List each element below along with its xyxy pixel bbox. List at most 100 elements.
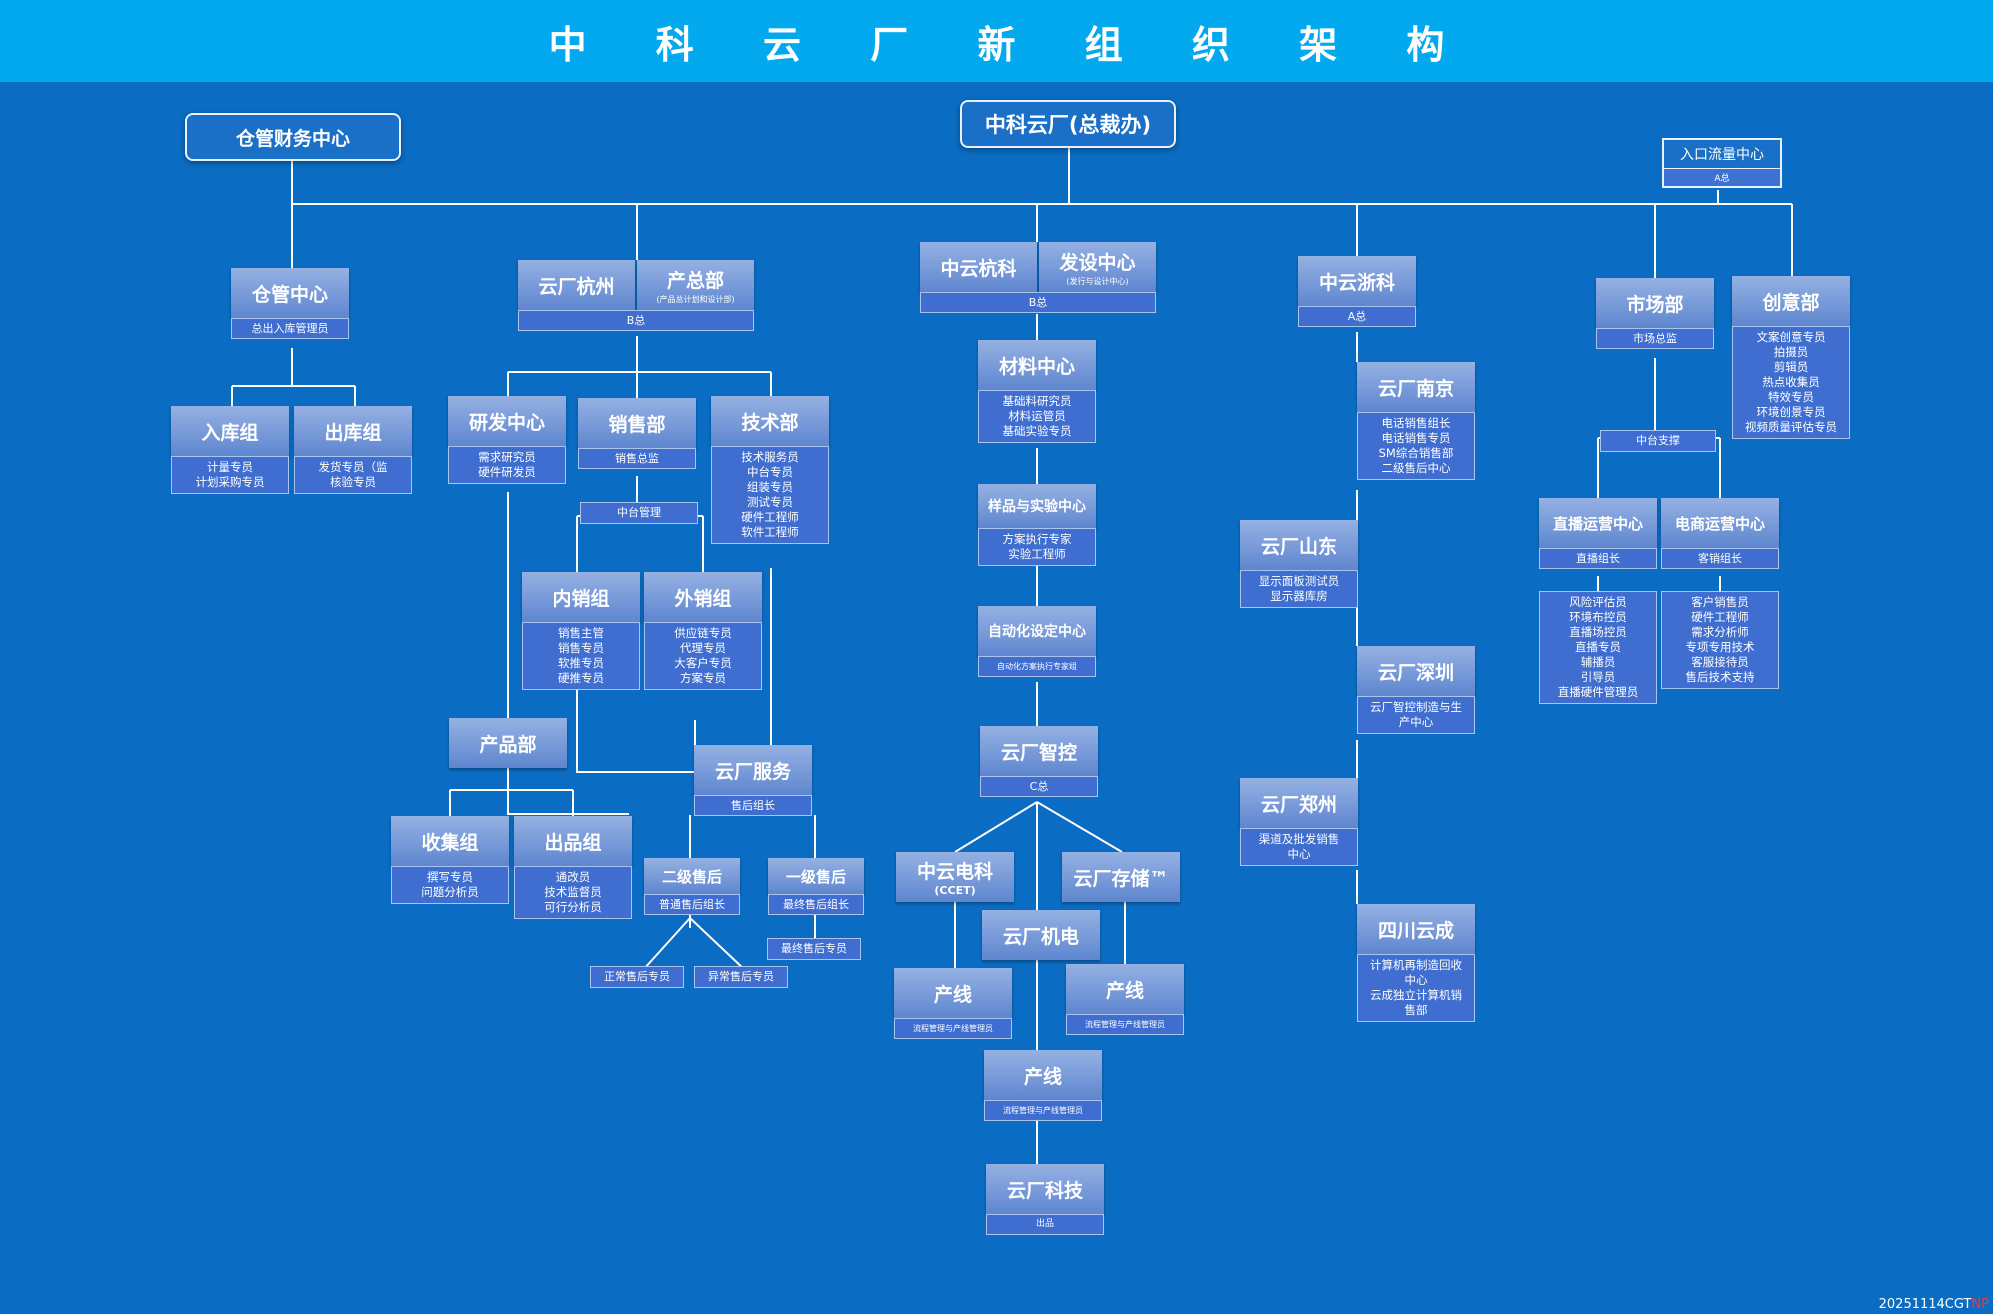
- node-ecommerce-ops: 电商运营中心 客销组长 客户销售员硬件工程师需求分析师专项专用技术客服接待员售后…: [1661, 498, 1779, 689]
- node-cloud-tech: 云厂科技 出品: [986, 1164, 1104, 1235]
- node-collection-group: 收集组 撰写专员问题分析员: [391, 816, 509, 904]
- node-title: 中云浙科: [1298, 256, 1416, 306]
- node-zhengzhou: 云厂郑州 渠道及批发销售中心: [1240, 778, 1358, 866]
- node-title: 云厂服务: [694, 745, 812, 795]
- node-materials-center: 材料中心 基础料研究员材料运管员基础实验专员: [978, 340, 1096, 443]
- role: 剪辑员: [1773, 360, 1809, 374]
- node-title: 一级售后: [768, 858, 864, 894]
- node-outbound-group: 出库组 发货专员（监核验专员: [294, 406, 412, 494]
- node-tech-dept: 技术部 技术服务员中台专员组装专员测试专员硬件工程师软件工程师: [711, 396, 829, 544]
- role: 视频质量评估专员: [1745, 420, 1837, 434]
- node-zhongyun-hangke: 中云杭科 发设中心(发行与设计中心) B总: [920, 242, 1156, 313]
- node-roles: 方案执行专家实验工程师: [978, 528, 1096, 566]
- node-title: 外销组: [644, 572, 762, 622]
- node-title-product-hq: 产总部(产品总计划和设计部): [637, 260, 754, 310]
- node-export-sales: 外销组 供应链专员代理专员大客户专员方案专员: [644, 572, 762, 690]
- node-bar: 客销组长: [1661, 548, 1779, 569]
- node-bar: B总: [518, 310, 754, 331]
- node-bar: 总出入库管理员: [231, 318, 349, 339]
- node-title: 云厂科技: [986, 1164, 1104, 1214]
- node-hangzhou-product-hq: 云厂杭州 产总部(产品总计划和设计部) B总: [518, 260, 754, 331]
- node-inbound-group: 入库组 计量专员计划采购专员: [171, 406, 289, 494]
- node-bar: 流程管理与产线管理员: [1066, 1014, 1184, 1035]
- node-cloud-service: 云厂服务 售后组长: [694, 745, 812, 816]
- node-roles: 撰写专员问题分析员: [391, 866, 509, 904]
- node-electromechanical: 云厂机电: [982, 910, 1100, 960]
- node-title: 云厂智控: [980, 726, 1098, 776]
- normal-aftersales-staff: 正常售后专员: [590, 966, 684, 988]
- node-warehouse-center: 仓管中心 总出入库管理员: [231, 268, 349, 339]
- node-bar: 普通售后组长: [644, 894, 740, 915]
- role: 问题分析员: [421, 885, 479, 899]
- role: 特效专员: [1768, 390, 1814, 404]
- role: 销售主管: [558, 626, 604, 640]
- role: 渠道及批发销售: [1258, 832, 1340, 846]
- node-bar: 直播组长: [1539, 548, 1657, 569]
- node-title: 四川云成: [1357, 904, 1475, 954]
- node-subtitle: (CCET): [934, 884, 976, 897]
- node-bar: 售后组长: [694, 795, 812, 816]
- node-zhongyun-zheke: 中云浙科 A总: [1298, 256, 1416, 327]
- node-roles: 风险评估员环境布控员直播场控员直播专员辅播员引导员直播硬件管理员: [1539, 591, 1657, 704]
- node-shandong: 云厂山东 显示面板测试员显示器库房: [1240, 520, 1358, 608]
- node-roles: 供应链专员代理专员大客户专员方案专员: [644, 622, 762, 690]
- node-title: 自动化设定中心: [978, 606, 1096, 656]
- node-title: 云厂杭州: [518, 260, 635, 310]
- node-production-line-2: 产线 流程管理与产线管理员: [1066, 964, 1184, 1035]
- node-product-dept: 产品部: [449, 718, 567, 768]
- node-bar: 流程管理与产线管理员: [894, 1018, 1012, 1039]
- abnormal-aftersales-staff: 异常售后专员: [694, 966, 788, 988]
- node-bar: 最终售后组长: [768, 894, 864, 915]
- node-title: 直播运营中心: [1539, 498, 1657, 548]
- node-title-pair: 中云杭科 发设中心(发行与设计中心): [920, 242, 1156, 292]
- role: 需求研究员: [478, 450, 536, 464]
- role: 风险评估员: [1569, 595, 1627, 609]
- node-smart-control: 云厂智控 C总: [980, 726, 1098, 797]
- role: 代理专员: [680, 641, 726, 655]
- role: 显示器库房: [1270, 589, 1328, 603]
- node-roles: 显示面板测试员显示器库房: [1240, 570, 1358, 608]
- node-ccet: 中云电科(CCET): [896, 852, 1014, 902]
- page-title: 中 科 云 厂 新 组 织 架 构: [548, 22, 1473, 67]
- node-roles: 通改员技术监督员可行分析员: [514, 866, 632, 919]
- warehouse-finance-center: 仓管财务中心: [185, 113, 401, 161]
- node-bar: C总: [980, 776, 1098, 797]
- role: 二级售后中心: [1381, 461, 1451, 475]
- role: 直播场控员: [1569, 625, 1627, 639]
- node-shenzhen: 云厂深圳 云厂智控制造与生产中心: [1357, 646, 1475, 734]
- node-title: 云厂南京: [1357, 362, 1475, 412]
- node-roles: 需求研究员硬件研发员: [448, 446, 566, 484]
- node-title: 收集组: [391, 816, 509, 866]
- role: 硬件研发员: [478, 465, 536, 479]
- role: 产中心: [1398, 715, 1434, 729]
- node-roles: 客户销售员硬件工程师需求分析师专项专用技术客服接待员售后技术支持: [1661, 591, 1779, 689]
- role: 计划采购专员: [195, 475, 265, 489]
- role: 材料运管员: [1008, 409, 1066, 423]
- node-title: 出库组: [294, 406, 412, 456]
- role: 方案专员: [680, 671, 726, 685]
- role: 硬推专员: [558, 671, 604, 685]
- role: 测试专员: [747, 495, 793, 509]
- node-bar: 自动化方案执行专家组: [978, 656, 1096, 677]
- role: 显示面板测试员: [1258, 574, 1340, 588]
- node-title-pair: 云厂杭州 产总部(产品总计划和设计部): [518, 260, 754, 310]
- node-sales-dept: 销售部 销售总监: [578, 398, 696, 469]
- node-title: 中云杭科: [920, 242, 1037, 292]
- node-title-text: 中云电科: [916, 861, 993, 883]
- role: 实验工程师: [1008, 547, 1066, 561]
- node-title: 销售部: [578, 398, 696, 448]
- role: 通改员: [555, 870, 591, 884]
- node-level1-aftersales: 一级售后 最终售后组长: [768, 858, 864, 915]
- role: 售部: [1404, 1003, 1428, 1017]
- role: 基础料研究员: [1002, 394, 1072, 408]
- role: 云成独立计算机销: [1370, 988, 1462, 1002]
- role: 基础实验专员: [1002, 424, 1072, 438]
- role: 软推专员: [558, 656, 604, 670]
- node-automation-center: 自动化设定中心 自动化方案执行专家组: [978, 606, 1096, 677]
- node-title: 产线: [894, 968, 1012, 1018]
- role: 核验专员: [330, 475, 376, 489]
- role: 电话销售专员: [1381, 431, 1451, 445]
- role: 中心: [1287, 847, 1311, 861]
- role: 热点收集员: [1762, 375, 1820, 389]
- node-title: 样品与实验中心: [978, 484, 1096, 528]
